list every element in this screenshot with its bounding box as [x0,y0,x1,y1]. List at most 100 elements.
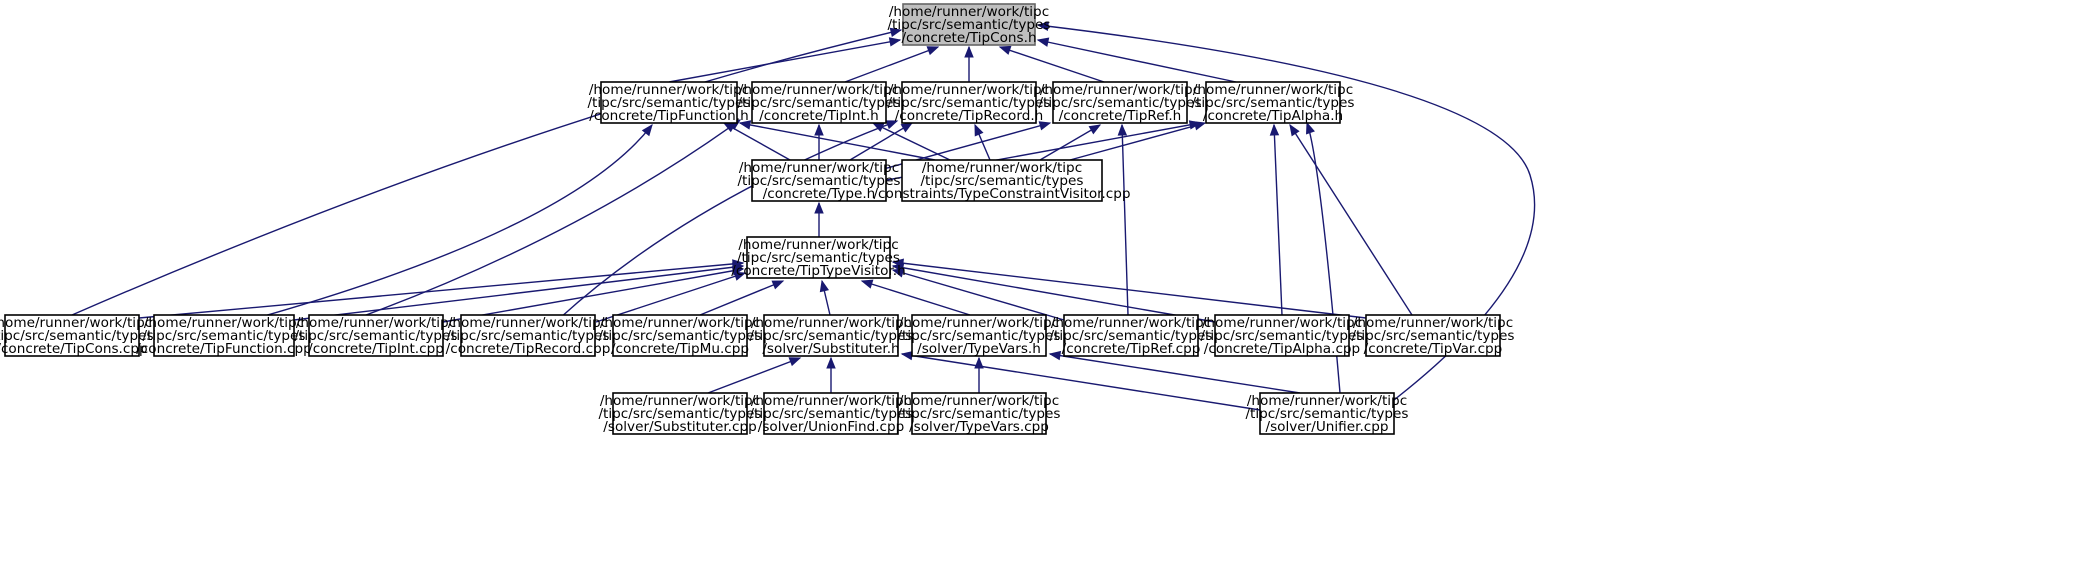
edge-tipint_h-to-tipcons_h [844,46,939,83]
edge-tipalpha_cpp-to-tipalpha_h [1273,124,1283,316]
node-label-line: /tipc/src/semantic/types [587,95,750,111]
node-label-line: /solver/UnionFind.cpp [758,419,905,435]
node-label-line: /tipc/src/semantic/types [1191,95,1354,111]
node-label-line: /tipc/src/semantic/types [1351,328,1514,344]
node-typevars-cpp[interactable]: /home/runner/work/tipc/tipc/src/semantic… [897,392,1061,435]
node-box [1063,314,1199,357]
edge-tipfunction_cpp-to-tiptypevisitor_h [293,265,744,321]
edge-tipref_cpp-to-tiptypevisitor_h [892,269,1065,321]
node-tipint-h[interactable]: /home/runner/work/tipc/tipc/src/semantic… [737,81,901,124]
node-label-line: /home/runner/work/tipc [751,315,911,331]
edge-tipref_h-to-tipcons_h [999,46,1105,83]
node-label-line: /home/runner/work/tipc [1040,82,1200,98]
node-tipalpha-cpp[interactable]: /home/runner/work/tipc/tipc/src/semantic… [1200,314,1364,357]
node-label-line: /concrete/TipRef.cpp [1062,341,1201,357]
node-tipalpha-h[interactable]: /home/runner/work/tipc/tipc/src/semantic… [1191,81,1355,124]
edge-tipalpha_h-to-tipcons_h [1037,39,1237,83]
node-box [763,392,899,435]
node-label-line: /tipc/src/semantic/types [294,328,457,344]
node-label-line: /tipc/src/semantic/types [1049,328,1212,344]
edge-tipvar_cpp-to-tiptypevisitor_h [892,261,1367,319]
node-tiptypevisitor-h[interactable]: /home/runner/work/tipc/tipc/src/semantic… [731,236,906,279]
edge-tipfunction_h-to-tipcons_h [668,39,901,83]
arrow-head [1036,37,1050,47]
arrow-head [891,258,904,268]
node-label-line: /tipc/src/semantic/types [897,406,1060,422]
node-box [308,314,444,357]
arrow-head [826,356,836,369]
node-box [751,159,887,202]
node-box [153,314,295,357]
node-label-line: /concrete/TipAlpha.cpp [1204,341,1360,357]
node-label-line: /home/runner/work/tipc [889,4,1049,20]
arrow-head [885,120,899,130]
node-label-line: /concrete/TipTypeVisitor.h [731,263,905,279]
node-box [1052,81,1188,124]
node-label-line: /tipc/src/semantic/types [1038,95,1201,111]
node-label-line: /concrete/TipFunction.cpp [136,341,312,357]
arrow-head [974,356,984,369]
node-tiprecord-h[interactable]: /home/runner/work/tipc/tipc/src/semantic… [887,81,1051,124]
node-label-line: /tipc/src/semantic/types [1245,406,1408,422]
node-label-line: /home/runner/work/tipc [296,315,456,331]
node-label-line: /solver/TypeVars.h [917,341,1041,357]
node-label-line: /home/runner/work/tipc [1193,82,1353,98]
node-box [901,159,1103,202]
node-label-line: /home/runner/work/tipc [600,315,760,331]
node-tipvar-cpp[interactable]: /home/runner/work/tipc/tipc/src/semantic… [1351,314,1515,357]
node-label-line: /tipc/src/semantic/types [920,173,1083,189]
edges-layer [71,21,1536,411]
node-tipfunction-cpp[interactable]: /home/runner/work/tipc/tipc/src/semantic… [136,314,312,357]
node-box [4,314,140,357]
node-label-line: /tipc/src/semantic/types [887,17,1050,33]
node-label-line: /home/runner/work/tipc [751,393,911,409]
node-label-line: /home/runner/work/tipc [739,82,899,98]
node-label-line: /tipc/src/semantic/types [737,250,900,266]
node-substituter-h[interactable]: /home/runner/work/tipc/tipc/src/semantic… [749,314,913,357]
arrow-head [889,27,903,38]
node-type-h[interactable]: /home/runner/work/tipc/tipc/src/semantic… [737,159,901,202]
node-label-line: /solver/Substituter.h [762,341,899,357]
node-box [746,236,891,279]
node-tipint-cpp[interactable]: /home/runner/work/tipc/tipc/src/semantic… [294,314,458,357]
node-label-line: /concrete/TipCons.h [901,30,1036,46]
node-box [911,314,1047,357]
node-tipmu-cpp[interactable]: /home/runner/work/tipc/tipc/src/semantic… [598,314,762,357]
node-tipfunction-h[interactable]: /home/runner/work/tipc/tipc/src/semantic… [587,81,751,124]
node-tipcons-h[interactable]: /home/runner/work/tipc/tipc/src/semantic… [887,3,1051,46]
arrow-head [814,201,824,214]
edge-unifier_cpp-to-typevars_h [1049,353,1301,394]
edge-tipvar_cpp-to-tipalpha_h [1289,124,1413,316]
node-label-line: /concrete/Type.h [763,186,876,202]
node-label-line: /home/runner/work/tipc [1051,315,1211,331]
node-label-line: /tipc/src/semantic/types [598,406,761,422]
node-label-line: /tipc/src/semantic/types [446,328,609,344]
node-label-line: /home/runner/work/tipc [899,315,1059,331]
node-label-line: /home/runner/work/tipc [589,82,749,98]
node-box [901,81,1037,124]
node-tipcons-cpp[interactable]: /home/runner/work/tipc/tipc/src/semantic… [0,314,154,357]
node-substituter-cpp[interactable]: /home/runner/work/tipc/tipc/src/semantic… [598,392,762,435]
node-box [1214,314,1350,357]
node-unifier-cpp[interactable]: /home/runner/work/tipc/tipc/src/semantic… [1245,392,1409,435]
edge-tipref_cpp-to-tipref_h [1121,124,1129,316]
node-tipref-cpp[interactable]: /home/runner/work/tipc/tipc/src/semantic… [1049,314,1213,357]
node-label-line: /home/runner/work/tipc [448,315,608,331]
edge-typeconstraintvisitor_cpp-to-tipalpha_h [1069,122,1206,161]
edge-unifier_cpp-to-substituter_h [901,353,1261,411]
node-label-line: /home/runner/work/tipc [739,160,899,176]
node-box [600,81,738,124]
node-tiprecord-cpp[interactable]: /home/runner/work/tipc/tipc/src/semantic… [446,314,611,357]
node-tipref-h[interactable]: /home/runner/work/tipc/tipc/src/semantic… [1038,81,1202,124]
node-typevars-h[interactable]: /home/runner/work/tipc/tipc/src/semantic… [897,314,1061,357]
node-typeconstraintvisitor-cpp[interactable]: /home/runner/work/tipc/tipc/src/semantic… [873,159,1131,202]
arrow-head [814,123,824,136]
node-unionfind-cpp[interactable]: /home/runner/work/tipc/tipc/src/semantic… [749,392,913,435]
arrow-head [964,45,974,58]
node-label-line: /tipc/src/semantic/types [737,173,900,189]
edge-tipint_cpp-to-tiptypevisitor_h [442,268,744,323]
edge-tiprecord_cpp-to-tiprecord_h [559,120,898,319]
node-label-line: /solver/Substituter.cpp [603,419,756,435]
node-box [1365,314,1501,357]
